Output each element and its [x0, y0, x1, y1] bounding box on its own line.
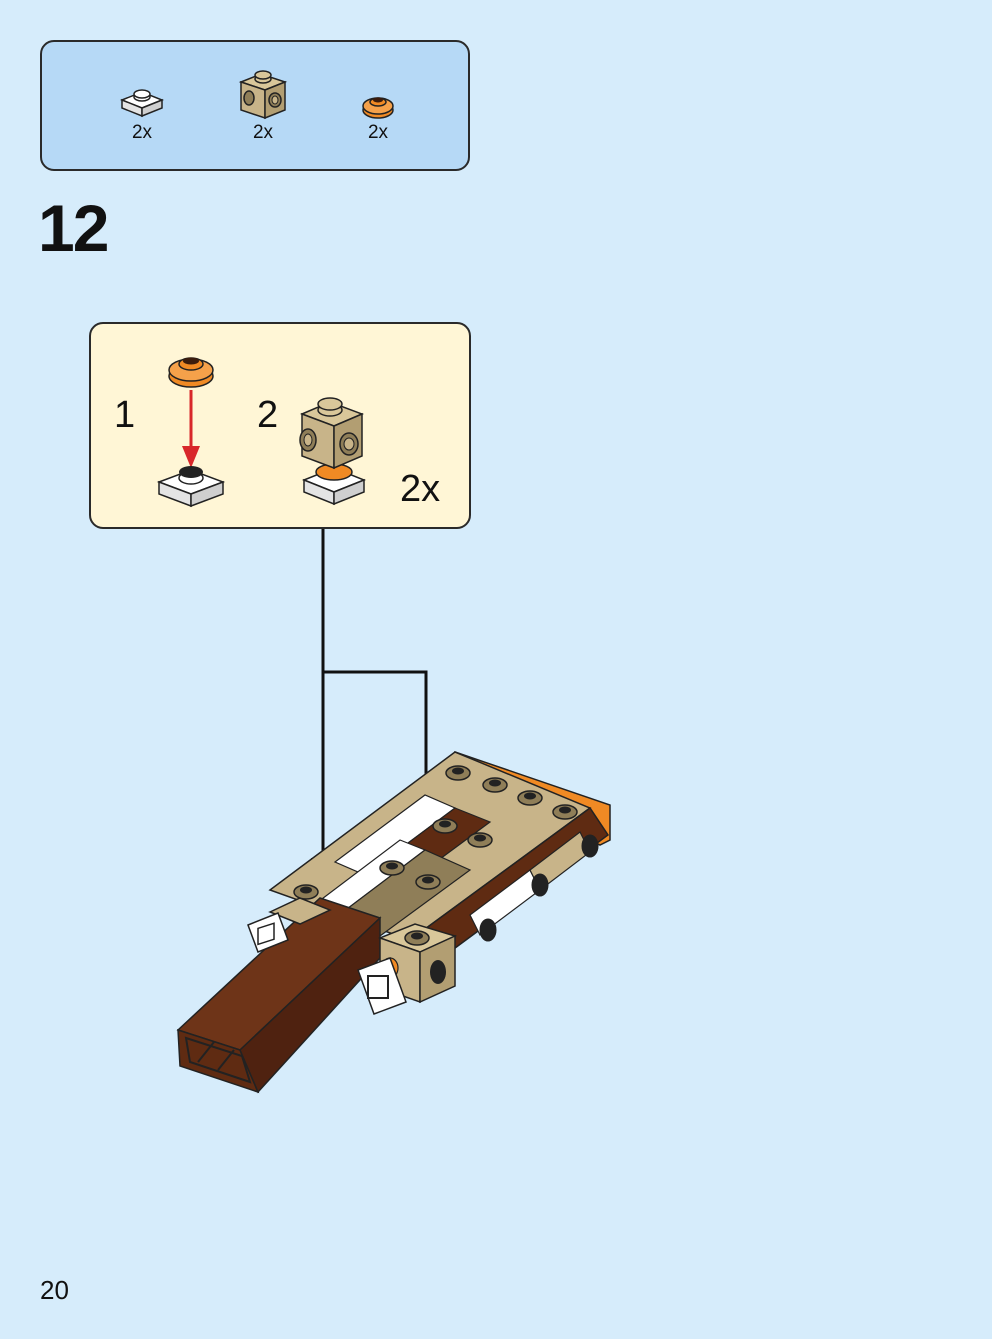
sub-step-label-1: 1 [114, 394, 136, 436]
tan-brick-with-studs-on-sides-icon [299, 397, 365, 470]
part-quantity: 2x [367, 122, 389, 143]
sub-step-label-2: 2 [257, 394, 279, 436]
part-quantity: 2x [252, 122, 274, 143]
step-number: 12 [38, 191, 109, 265]
sub-step-2-illustration [299, 397, 367, 506]
red-placement-arrow-icon [182, 390, 200, 468]
sub-assembly-box: 1 2 2x [89, 322, 471, 529]
orange-round-plate-icon [168, 357, 214, 388]
tan-brick-with-studs-on-sides-icon [238, 70, 288, 120]
page-number: 20 [40, 1275, 69, 1305]
part-white-plate: 2x [102, 82, 182, 144]
parts-list-box: 2x 2x 2x [40, 40, 470, 171]
part-quantity: 2x [131, 122, 153, 143]
part-tan-brick: 2x [223, 66, 303, 144]
sub-step-1-illustration [156, 357, 226, 508]
part-orange-round-plate: 2x [338, 92, 418, 144]
white-plate-1x1-icon [156, 466, 226, 508]
sub-assembly-multiplier: 2x [400, 468, 441, 510]
main-model-illustration [176, 751, 611, 1094]
orange-round-plate-icon [362, 97, 394, 119]
white-plate-1x1-icon [119, 89, 165, 118]
